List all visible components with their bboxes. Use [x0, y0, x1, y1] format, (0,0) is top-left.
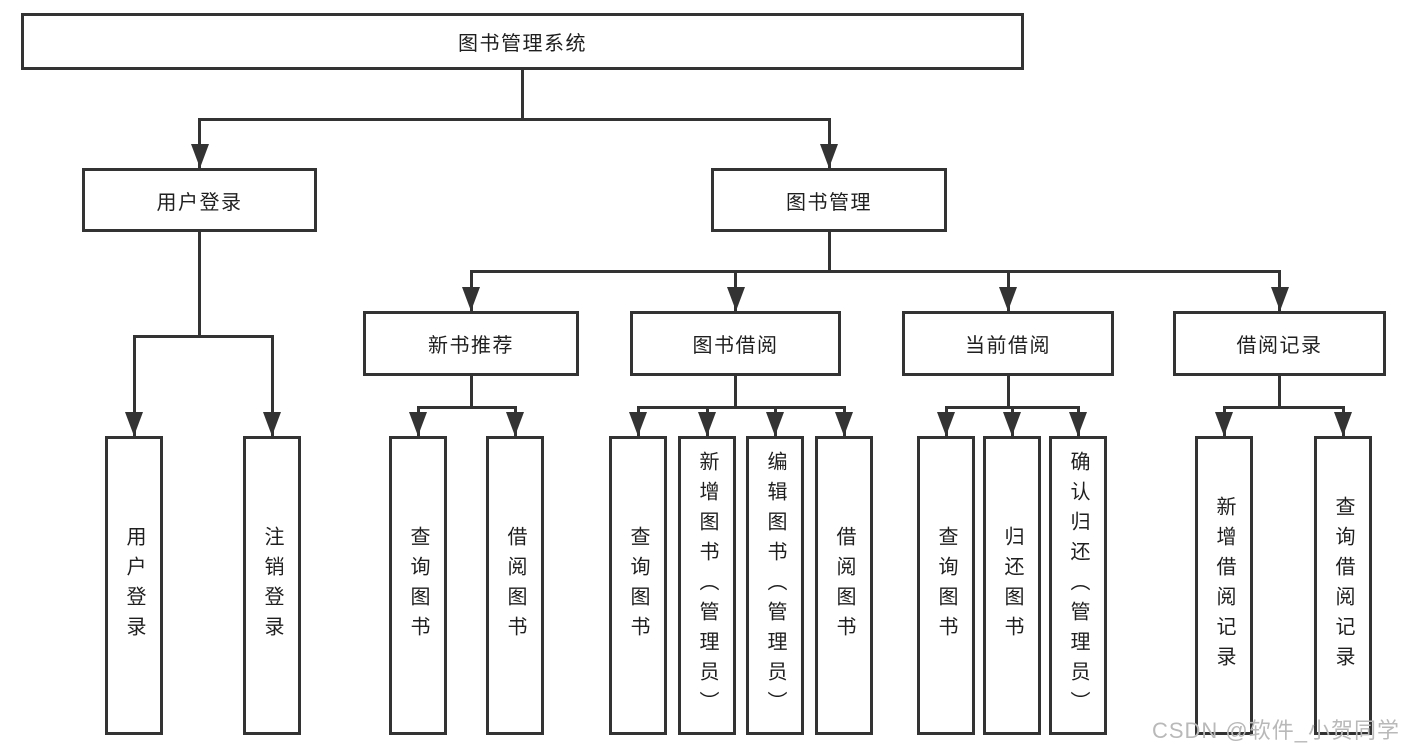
arrowhead-down-icon	[462, 287, 480, 311]
node-bb-edit-books: 编辑图书（管理员）	[746, 436, 804, 735]
connector-branch-book-borrowing	[636, 406, 846, 409]
connector-branch-new-book-recommend	[416, 406, 517, 409]
arrowhead-down-icon	[937, 412, 955, 436]
node-label-borrowing-records: 借阅记录	[1236, 335, 1323, 357]
connector-branch-user-login	[132, 335, 274, 338]
node-label-new-book-recommend: 新书推荐	[428, 335, 514, 357]
arrowhead-down-icon	[698, 412, 716, 436]
node-borrowing-records: 借阅记录	[1173, 311, 1386, 376]
connector-stem-book-borrowing	[734, 376, 737, 409]
node-user-login-action: 用户登录	[105, 436, 163, 735]
arrowhead-down-icon	[629, 412, 647, 436]
node-label-book-management: 图书管理	[786, 191, 872, 214]
node-bb-query-books: 查询图书	[609, 436, 667, 735]
node-br-query-record: 查询借阅记录	[1314, 436, 1372, 735]
node-nbr-query-books: 查询图书	[389, 436, 447, 735]
arrowhead-down-icon	[409, 412, 427, 436]
node-label-current-borrowing: 当前借阅	[965, 335, 1051, 357]
connector-drop-logout-action	[270, 335, 274, 436]
node-root: 图书管理系统	[21, 13, 1024, 70]
connector-drop-book-management	[827, 118, 831, 168]
arrowhead-down-icon	[1334, 412, 1352, 436]
node-book-management: 图书管理	[711, 168, 947, 232]
connector-drop-user-login-action	[132, 335, 136, 436]
node-label-cb-confirm-return: 确认归还（管理员）	[1067, 450, 1089, 721]
connector-stem-borrowing-records	[1278, 376, 1281, 409]
arrowhead-down-icon	[506, 412, 524, 436]
node-label-br-add-record: 新增借阅记录	[1213, 495, 1235, 676]
connector-branch-root	[198, 118, 831, 121]
node-book-borrowing: 图书借阅	[630, 311, 841, 376]
node-new-book-recommend: 新书推荐	[363, 311, 579, 376]
connector-drop-user-login	[198, 118, 201, 168]
node-label-user-login-action: 用户登录	[123, 525, 145, 646]
connector-stem-new-book-recommend	[469, 376, 473, 409]
node-label-logout-action: 注销登录	[261, 525, 283, 646]
arrowhead-down-icon	[125, 412, 143, 436]
node-logout-action: 注销登录	[243, 436, 301, 735]
arrowhead-down-icon	[835, 412, 853, 436]
arrowhead-down-icon	[726, 287, 745, 311]
arrowhead-down-icon	[190, 144, 209, 168]
arrowhead-down-icon	[766, 412, 784, 436]
arrowhead-down-icon	[1003, 412, 1021, 436]
node-current-borrowing: 当前借阅	[902, 311, 1114, 376]
connector-stem-root	[521, 70, 524, 121]
node-label-cb-return-books: 归还图书	[1001, 525, 1023, 646]
connector-branch-book-management	[469, 270, 1281, 273]
connector-branch-borrowing-records	[1222, 406, 1345, 409]
node-label-book-borrowing: 图书借阅	[692, 335, 779, 357]
node-nbr-borrow-books: 借阅图书	[486, 436, 544, 735]
arrowhead-down-icon	[1069, 412, 1087, 436]
connector-stem-book-management	[827, 232, 831, 273]
node-cb-return-books: 归还图书	[983, 436, 1041, 735]
arrowhead-down-icon	[999, 287, 1017, 311]
node-cb-confirm-return: 确认归还（管理员）	[1049, 436, 1107, 735]
node-cb-query-books: 查询图书	[917, 436, 975, 735]
arrowhead-down-icon	[820, 144, 838, 168]
arrowhead-down-icon	[263, 412, 281, 436]
node-user-login: 用户登录	[82, 168, 317, 232]
node-label-bb-edit-books: 编辑图书（管理员）	[764, 450, 786, 721]
arrowhead-down-icon	[1215, 412, 1233, 436]
node-label-bb-borrow-books: 借阅图书	[833, 525, 855, 646]
node-label-root: 图书管理系统	[458, 33, 587, 55]
node-label-nbr-borrow-books: 借阅图书	[504, 525, 526, 646]
connector-stem-current-borrowing	[1006, 376, 1010, 409]
node-label-cb-query-books: 查询图书	[935, 525, 957, 646]
node-label-user-login: 用户登录	[156, 191, 243, 214]
node-label-nbr-query-books: 查询图书	[407, 525, 429, 646]
node-br-add-record: 新增借阅记录	[1195, 436, 1253, 735]
node-label-bb-query-books: 查询图书	[627, 525, 649, 646]
connector-stem-user-login	[198, 232, 201, 338]
arrowhead-down-icon	[1270, 287, 1289, 311]
csdn-watermark: CSDN @软件_小贺同学	[1151, 718, 1400, 743]
node-bb-add-books: 新增图书（管理员）	[678, 436, 736, 735]
node-label-br-query-record: 查询借阅记录	[1332, 495, 1354, 676]
node-label-bb-add-books: 新增图书（管理员）	[696, 450, 718, 721]
node-bb-borrow-books: 借阅图书	[815, 436, 873, 735]
